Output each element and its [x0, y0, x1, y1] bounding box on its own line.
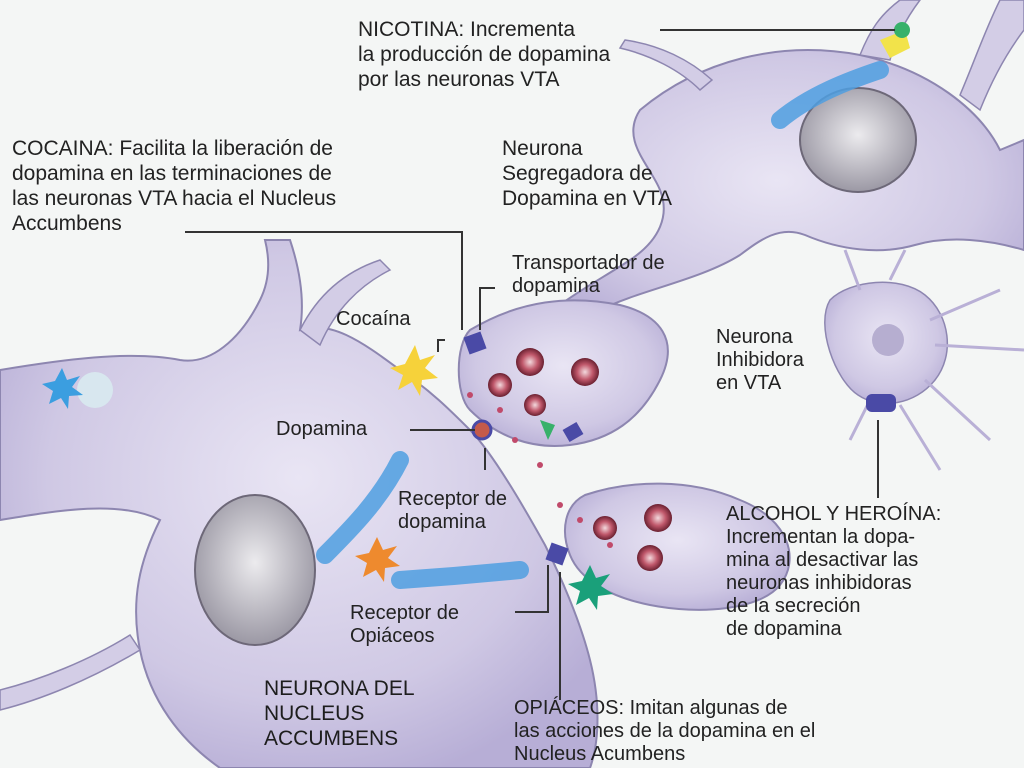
receptor-dopamina-label: Receptor de dopamina: [398, 488, 507, 534]
lower-axon-terminal: [564, 482, 791, 611]
cocaina-note-line-3: las neuronas VTA hacia el Nucleus: [12, 187, 337, 210]
transportador-line-1: Transportador de: [512, 252, 665, 274]
neurona-segregadora-label: Neurona Segregadora de Dopamina en VTA: [502, 136, 672, 211]
transporter-marker: [463, 331, 487, 355]
dopamina-label: Dopamina: [276, 418, 367, 441]
neurona-inhibidora-line-2: Inhibidora: [716, 349, 804, 371]
alcohol-heroina-line-3: mina al desactivar las: [726, 549, 919, 571]
vta-axon-terminal: [457, 299, 669, 447]
vesicle: [488, 373, 512, 397]
vesicle: [593, 516, 617, 540]
vesicle: [516, 348, 544, 376]
cocaine-star-icon: [390, 345, 438, 396]
opiaceos-label: OPIÁCEOS: Imitan algunas de las acciones…: [514, 697, 815, 766]
vesicle: [637, 545, 663, 571]
receptor-dopamina-line-2: dopamina: [398, 511, 486, 533]
vta-neuron-nucleus: [799, 87, 917, 193]
receptor-opiaceos-label: Receptor de Opiáceos: [350, 602, 459, 648]
nicotina-label: NICOTINA: Incrementa la producción de do…: [358, 17, 610, 92]
opiaceos-line-2: las acciones de la dopamina en el: [514, 720, 816, 742]
receptor-opiaceos-line-1: Receptor de: [350, 602, 459, 624]
alcohol-heroina-line-2: Incrementan la dopa-: [726, 526, 916, 548]
neurona-segregadora-line-3: Dopamina en VTA: [502, 187, 673, 210]
opiate-star-icon: [568, 565, 613, 610]
leader-lines: [185, 29, 895, 700]
cocaina-text: Cocaína: [336, 308, 411, 330]
alcohol-heroina-label: ALCOHOL Y HEROÍNA: Incrementan la dopa- …: [726, 503, 941, 641]
receptor-opiaceos-line-2: Opiáceos: [350, 625, 435, 647]
opiaceos-line-3: Nucleus Acumbens: [514, 743, 686, 765]
cocaina-note-line-4: Accumbens: [12, 212, 122, 235]
receptor-dopamina-line-1: Receptor de: [398, 488, 507, 510]
nicotina-line-3: por las neuronas VTA: [358, 68, 560, 91]
neurona-inhibidora-line-1: Neurona: [716, 326, 793, 348]
transportador-line-2: dopamina: [512, 275, 600, 297]
opiaceos-line-1: OPIÁCEOS: Imitan algunas de: [514, 697, 788, 719]
dopamina-text: Dopamina: [276, 418, 368, 440]
alcohol-star-icon: [355, 537, 400, 582]
cocaina-note-line-1: COCAINA: Facilita la liberación de: [12, 137, 333, 160]
vesicle: [524, 394, 546, 416]
accumbens-nucleus: [194, 494, 316, 646]
neurona-inhibidora-line-3: en VTA: [716, 372, 782, 394]
cocaina-note-line-2: dopamina en las terminaciones de: [12, 162, 332, 185]
alcohol-heroina-line-5: de la secreción: [726, 595, 861, 617]
neurona-nucleus-line-3: ACCUMBENS: [264, 727, 399, 750]
neurona-nucleus-label: NEURONA DEL NUCLEUS ACCUMBENS: [264, 676, 415, 751]
neurona-segregadora-line-1: Neurona: [502, 137, 583, 160]
nicotina-line-1: NICOTINA: Incrementa: [358, 18, 576, 41]
nucleus-accumbens-neuron: [0, 239, 599, 768]
nicotina-line-2: la producción de dopamina: [358, 43, 611, 66]
cocaina-note-label: COCAINA: Facilita la liberación de dopam…: [12, 136, 336, 236]
transportador-label: Transportador de dopamina: [512, 252, 665, 298]
neurona-nucleus-line-2: NUCLEUS: [264, 702, 365, 725]
alcohol-heroina-line-4: neuronas inhibidoras: [726, 572, 912, 594]
neurona-nucleus-line-1: NEURONA DEL: [264, 677, 415, 700]
alcohol-heroina-line-6: de dopamina: [726, 618, 842, 640]
neurona-segregadora-line-2: Segregadora de: [502, 162, 653, 185]
blue-star-icon: [42, 368, 83, 409]
neurona-inhibidora-label: Neurona Inhibidora en VTA: [716, 326, 804, 395]
cocaina-label: Cocaína: [336, 308, 411, 331]
synaptic-particles: [467, 392, 613, 566]
vesicle: [644, 504, 672, 532]
receptor-marker: [545, 542, 569, 566]
vesicle: [571, 358, 599, 386]
inhibitory-neuron: [824, 249, 1024, 471]
alcohol-heroina-line-1: ALCOHOL Y HEROÍNA:: [726, 503, 942, 525]
